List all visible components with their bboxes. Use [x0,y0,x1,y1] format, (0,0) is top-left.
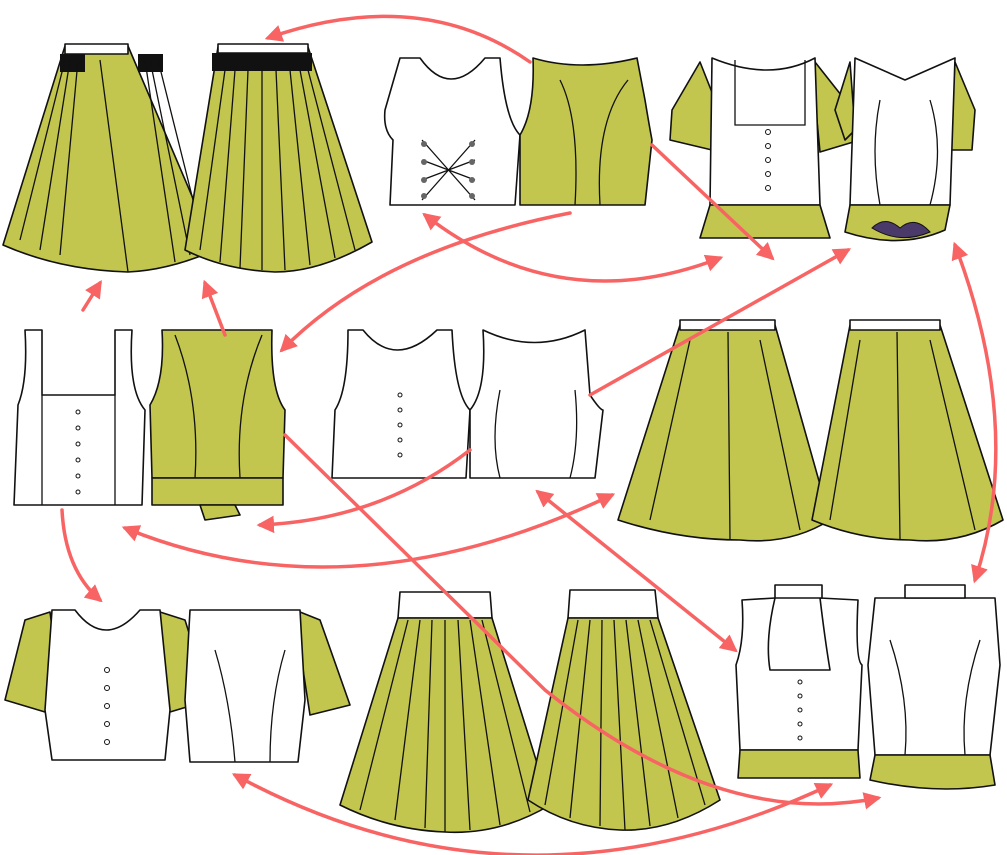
vest-front[interactable] [13,329,146,506]
button-row [797,679,803,741]
bodice-back[interactable] [519,57,653,206]
vest-back-peplum[interactable] [149,329,286,521]
skirt-gathered-front[interactable] [339,591,551,834]
bodice-scoop-back[interactable] [469,329,604,479]
button-row [397,392,403,458]
arrow [264,14,532,64]
skirt-back-pleated[interactable] [184,43,373,273]
arrow [60,508,103,603]
blouse-sweetheart-front[interactable] [669,57,861,239]
skirt-a-line-front[interactable] [617,319,831,542]
vest-collar-back[interactable] [867,584,1001,790]
arrow [422,212,724,283]
arrow [650,143,775,261]
button-row [104,667,110,745]
blouse-puff-back[interactable] [184,609,351,763]
arrow [588,248,852,397]
arrow [279,211,572,353]
blouse-puff-front[interactable] [4,609,211,761]
vest-collar-front[interactable] [735,584,863,779]
skirt-gathered-back[interactable] [527,589,721,831]
bodice-laced-front[interactable] [383,57,521,206]
relationship-arrows [60,14,998,855]
bodice-scoop-front[interactable] [331,329,471,479]
arrow [535,489,738,653]
arrow [201,279,227,337]
button-row [765,129,771,191]
skirt-front-pleated[interactable] [2,43,216,273]
arrow [951,241,998,584]
blouse-back-ruffled[interactable] [834,57,976,242]
skirt-a-line-back[interactable] [811,319,1004,542]
button-row [75,409,81,495]
arrow [81,280,102,312]
arrow [231,773,834,855]
